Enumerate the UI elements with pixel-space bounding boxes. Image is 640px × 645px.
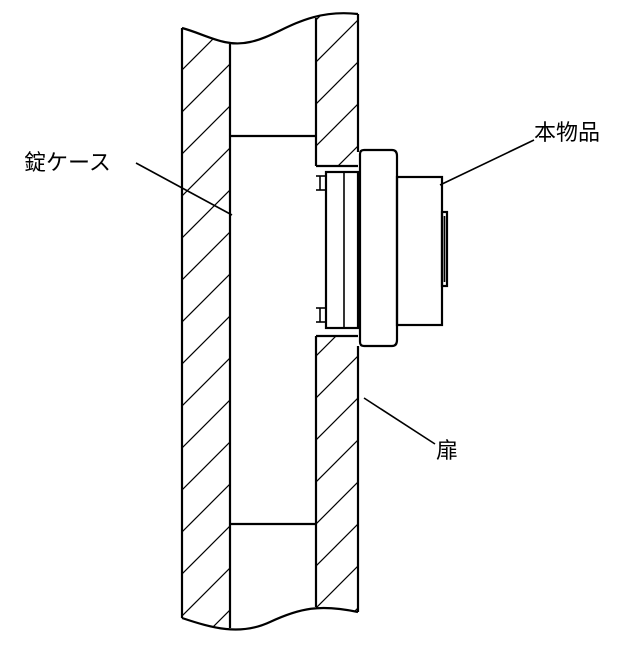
leader-product bbox=[440, 140, 534, 185]
door-cavity bbox=[230, 0, 316, 640]
wall-cutout bbox=[316, 166, 358, 336]
product-body bbox=[397, 177, 442, 325]
label-door: 扉 bbox=[436, 439, 458, 464]
label-product: 本物品 bbox=[534, 121, 600, 146]
leader-door bbox=[364, 398, 435, 444]
label-lock-case: 錠ケース bbox=[24, 151, 111, 176]
product-flange bbox=[360, 150, 397, 346]
door-left-wall bbox=[182, 0, 230, 640]
